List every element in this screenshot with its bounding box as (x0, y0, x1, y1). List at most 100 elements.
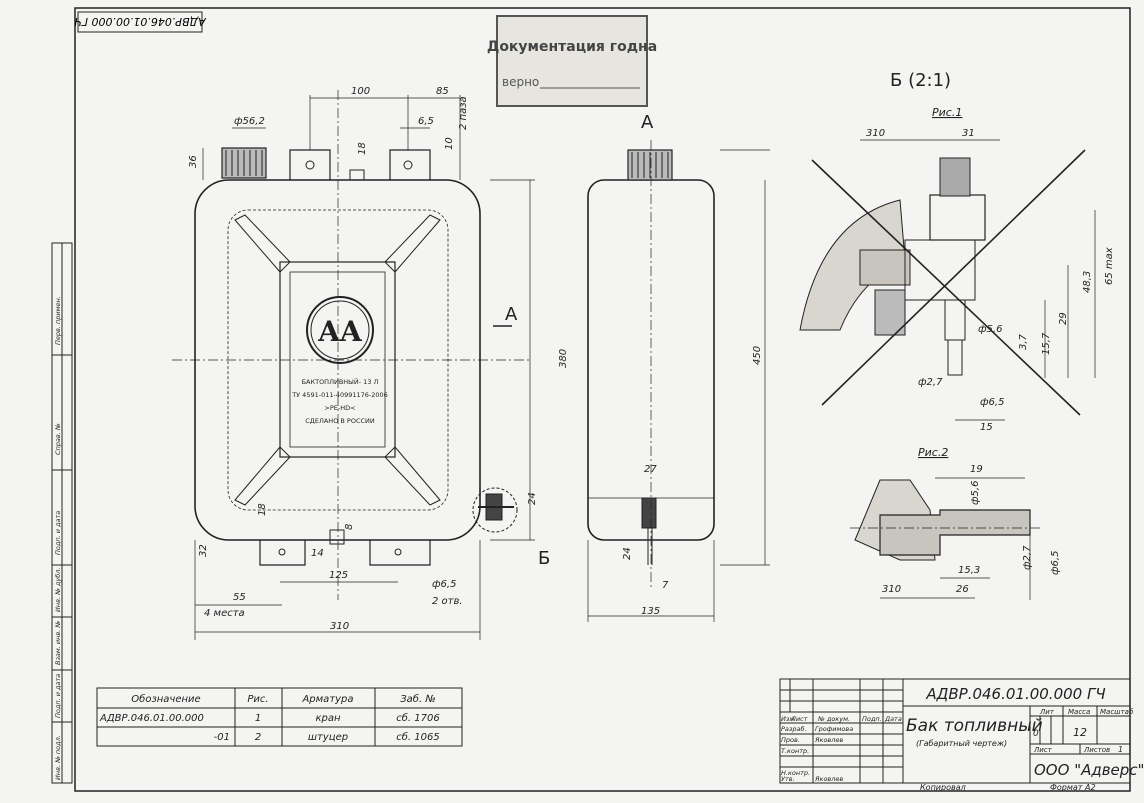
spec-table-text: Обозначение Рис. Арматура Заб. № АДВР.04… (99, 693, 440, 743)
fig1-dim-15: 15 (980, 422, 993, 433)
spec-header-0: Обозначение (131, 693, 200, 705)
spec-row1-col1: 2 (255, 732, 261, 743)
title-code: АДВР.046.01.00.000 ГЧ (925, 685, 1105, 703)
dim-310: 310 (330, 621, 349, 632)
dim-diam-6-5: ф6,5 (432, 579, 456, 590)
fig2-dim-26: 26 (956, 584, 969, 595)
title-block-text: АДВР.046.01.00.000 ГЧ Бак топливный (Габ… (906, 685, 1144, 792)
dim-7: 7 (662, 580, 669, 591)
tank-label-0: БАКТОПЛИВНЫЙ- 13 Л (302, 377, 379, 386)
title-hdr-scale: Масштаб (1100, 708, 1134, 716)
role-11: Утв. (781, 775, 795, 783)
fig2-dim-15-3: 15,3 (958, 565, 980, 576)
tank-side-view (587, 140, 770, 622)
dim-380: 380 (558, 349, 569, 368)
side-dimension-text: 27 24 7 135 450 (622, 346, 763, 617)
role-4: Дата (884, 715, 902, 723)
tank-label-1: ТУ 4591-011-40991176-2006 (291, 391, 388, 399)
dim-36: 36 (188, 155, 199, 168)
approval-stamp: Документация годна верно (487, 15, 657, 107)
spec-row0-col3: сб. 1706 (396, 712, 439, 724)
role-2: № докум. (817, 715, 850, 723)
side-strip-labels: Перв. примен. Справ. № Подп. и дата Инв.… (54, 296, 62, 780)
spec-header-2: Арматура (301, 694, 353, 705)
front-dimension-text: 100 85 6,5 2 паза 10 18 ф56,2 36 380 24 … (188, 86, 569, 632)
dim-10: 10 (444, 137, 455, 150)
role-10: Н.контр. (781, 769, 810, 777)
title-mass: 12 (1073, 726, 1087, 739)
spec-row1-col2: штуцер (308, 732, 348, 743)
title-hdr-lit: Лит (1039, 708, 1055, 716)
dim-32: 32 (198, 544, 209, 557)
dim-8: 8 (344, 524, 355, 530)
dim-450: 450 (752, 346, 763, 365)
role-6: Грофимова (815, 725, 853, 733)
side-strip (51, 242, 73, 784)
dim-55: 55 (233, 592, 246, 603)
dim-85: 85 (436, 86, 449, 97)
fig1-dim-3-7: 3,7 (1018, 333, 1029, 350)
spec-header-3: Заб. № (400, 693, 435, 705)
tank-nameplate: БАКТОПЛИВНЫЙ- 13 Л ТУ 4591-011-40991176-… (291, 377, 388, 425)
spec-row0-col2: кран (315, 713, 341, 724)
fig1-dim-diam-5-6: ф5,6 (978, 324, 1002, 335)
detail-fig2 (850, 477, 1040, 600)
spec-row0-col1: 1 (255, 713, 261, 724)
role-8: Яковлев (814, 736, 843, 744)
role-9: Т.контр. (781, 747, 809, 755)
tank-label-3: СДЕЛАНО В РОССИИ (305, 417, 375, 425)
side-label-6: Инв. № подл. (54, 735, 62, 780)
role-7: Пров. (781, 736, 800, 744)
fig1-label: Рис.1 (932, 106, 962, 119)
role-0: Изм (781, 715, 794, 723)
fig1-dim-diam-2-7: ф2,7 (918, 377, 943, 388)
side-label-4: Взам. инв. № (54, 621, 62, 665)
title-sheet-label: Лист (1033, 746, 1053, 754)
spec-table (96, 687, 463, 747)
fig2-dim-diam-6-5: ф6,5 (1050, 551, 1061, 575)
rotated-code-box (77, 11, 203, 33)
stamp-line2: верно (502, 75, 539, 89)
dim-diam-56-2: ф56,2 (234, 116, 265, 127)
role-5: Разраб. (781, 725, 807, 733)
title-subname: (Габаритный чертеж) (916, 739, 1007, 748)
title-roles: Изм Лист № докум. Подп. Дата Разраб. Гро… (781, 715, 902, 783)
detail-fig1-dims: 310 31 65 max 48,3 29 15,7 3,7 ф5,6 ф2,7… (866, 128, 1115, 433)
fig1-dim-15-7: 15,7 (1041, 332, 1052, 355)
side-label-2: Подп. и дата (54, 511, 62, 555)
fig1-dim-31: 31 (962, 128, 975, 139)
view-b-title: Б (2:1) (890, 70, 951, 91)
view-b-callout: Б (538, 548, 550, 569)
dim-24: 24 (527, 492, 538, 505)
dim-135: 135 (641, 606, 660, 617)
spec-header-1: Рис. (247, 694, 268, 705)
fig2-label: Рис.2 (918, 446, 948, 459)
dim-14: 14 (311, 548, 324, 559)
sheet-border (74, 7, 1131, 792)
dim-27: 27 (644, 464, 657, 475)
dim-100: 100 (351, 86, 370, 97)
fig2-dim-diam-2-7: ф2,7 (1022, 545, 1033, 570)
role-3: Подп. (862, 715, 882, 723)
fig1-dim-29: 29 (1058, 312, 1069, 325)
fig1-dim-65-max: 65 max (1104, 247, 1115, 285)
title-sheets-label: Листов (1083, 746, 1110, 754)
title-block (779, 678, 1131, 784)
detail-fig2-dims: 19 ф5,6 ф2,7 ф6,5 15,3 310 26 (882, 464, 1061, 595)
role-12: Яковлев (814, 775, 843, 783)
dim-2-paza: 2 паза (458, 96, 469, 130)
rotated-code: АДВР.046.01.00.000 ГЧ (74, 15, 207, 28)
spec-row1-col0: -01 (214, 732, 230, 743)
fig2-dim-310: 310 (882, 584, 901, 595)
fig2-dim-diam-5-6: ф5,6 (970, 481, 981, 505)
fig1-dim-48-3: 48,3 (1082, 271, 1093, 293)
title-sheets-no: 1 (1118, 745, 1123, 754)
title-lit: 0 (1033, 729, 1039, 739)
side-label-1: Справ. № (54, 423, 62, 455)
detail-fig1 (799, 139, 1096, 421)
dim-18-bottom: 18 (257, 503, 268, 516)
title-name: Бак топливный (906, 716, 1043, 736)
front-dimension-lines (172, 90, 535, 640)
side-label-0: Перв. примен. (54, 296, 62, 345)
